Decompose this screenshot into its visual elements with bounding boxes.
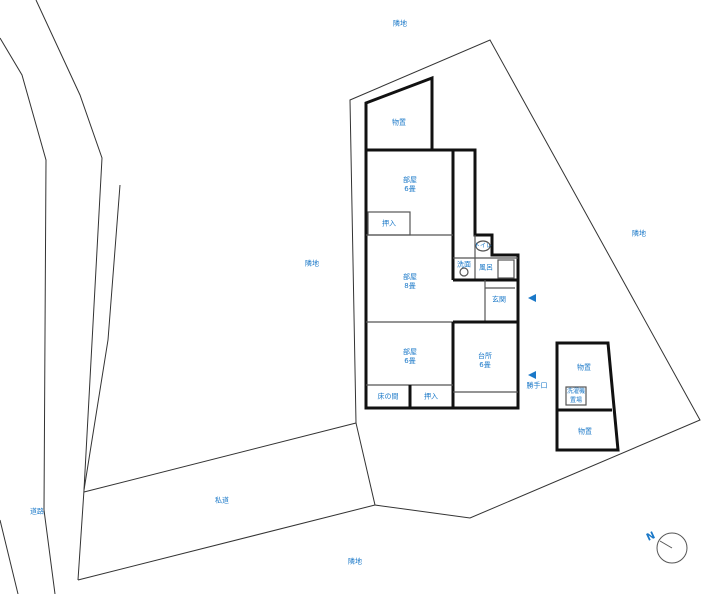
road-edge-left [0, 37, 56, 594]
label-storage-main: 物置 [392, 118, 406, 127]
shed-walls [555, 341, 620, 452]
label-bath: 風呂 [479, 263, 493, 272]
private-road-top [83, 422, 357, 493]
compass-icon [656, 532, 688, 564]
back-door-arrow-icon [528, 371, 536, 379]
label-back-door: 勝手口 [526, 381, 548, 390]
road-edge-right [35, 0, 103, 581]
private-road-bottom [77, 504, 376, 581]
lot-boundary [349, 39, 701, 519]
label-private-road: 私道 [215, 496, 229, 505]
laundry-box [565, 386, 587, 406]
road-edge-inner [83, 184, 121, 491]
label-entrance: 玄関 [492, 295, 506, 304]
label-neighbor-left: 隣地 [305, 259, 319, 268]
label-shed-upper: 物置 [577, 363, 591, 372]
label-alcove: 床の間 [377, 392, 399, 401]
label-shed-lower: 物置 [578, 427, 592, 436]
label-road: 道路 [30, 507, 44, 516]
label-closet-top: 押入 [382, 219, 396, 228]
label-neighbor-top: 隣地 [393, 19, 407, 28]
label-washroom: 洗面 [457, 260, 471, 269]
lot-boundary-left [0, 519, 19, 594]
label-neighbor-bottom: 隣地 [348, 557, 362, 566]
label-laundry: 洗濯機置場 [566, 388, 585, 404]
building-outer-wall [364, 148, 520, 410]
label-neighbor-right: 隣地 [632, 229, 646, 238]
entrance-arrow-icon [528, 294, 536, 302]
label-toilet: トイレ [473, 242, 493, 250]
label-closet-low: 押入 [424, 392, 438, 401]
